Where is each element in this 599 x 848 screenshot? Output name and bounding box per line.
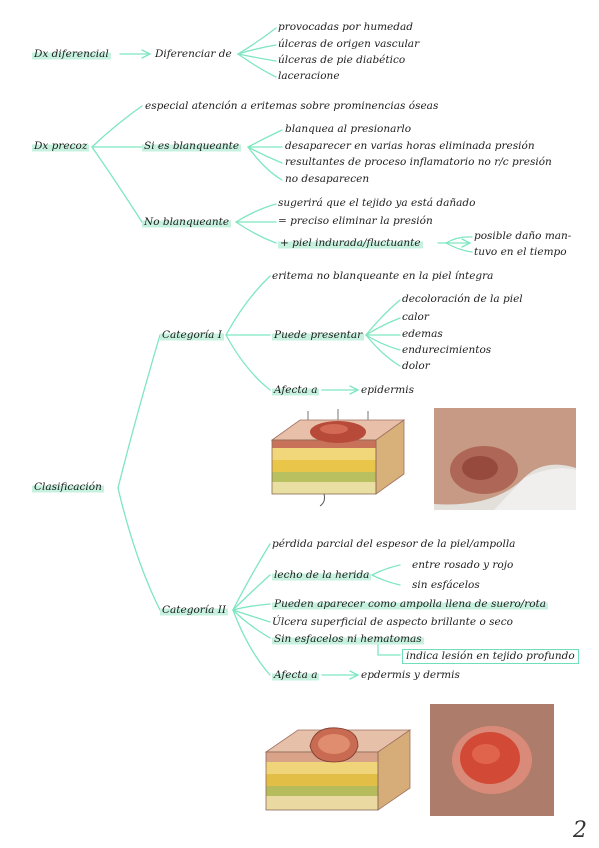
diferencial-item: úlceras de origen vascular xyxy=(278,38,420,50)
cat1-skin-diagram xyxy=(268,408,410,508)
si-blanqueante-item: desaparecer en varias horas eliminada pr… xyxy=(285,140,535,152)
diferencial-item: úlceras de pie diabético xyxy=(278,54,406,66)
no-blanqueante-item: = preciso eliminar la presión xyxy=(278,215,433,227)
page-number: 2 xyxy=(573,818,587,843)
categoria-1-label: Categoría I xyxy=(160,329,224,342)
cat2-extra: Úlcera superficial de aspecto brillante … xyxy=(272,616,513,628)
no-blanqueante-item: sugerirá que el tejido ya está dañado xyxy=(278,197,476,209)
cat2-extra: Pueden aparecer como ampolla llena de su… xyxy=(272,598,549,611)
cat2-item: pérdida parcial del espesor de la piel/a… xyxy=(272,538,516,550)
diferenciar-de-label: Diferenciar de xyxy=(155,48,232,60)
cat1-sign: edemas xyxy=(402,328,443,340)
dx-diferencial-label: Dx diferencial xyxy=(32,48,111,61)
precoz-note: especial atención a eritemas sobre promi… xyxy=(145,100,439,112)
si-blanqueante-label: Si es blanqueante xyxy=(142,140,242,153)
categoria-2-label: Categoría II xyxy=(160,604,229,617)
cat1-sign: decoloración de la piel xyxy=(402,293,523,305)
cat2-skin-diagram xyxy=(262,716,414,822)
no-blanqueante-label: No blanqueante xyxy=(142,216,232,229)
diferencial-item: laceracione xyxy=(278,70,340,82)
cat1-sign: endurecimientos xyxy=(402,344,492,356)
cat1-sign: calor xyxy=(402,311,429,323)
cat2-extra: Sin esfacelos ni hematomas xyxy=(272,633,424,646)
diferencial-item: provocadas por humedad xyxy=(278,21,413,33)
clasificacion-label: Clasificación xyxy=(32,481,104,494)
cat1-item: eritema no blanqueante en la piel íntegr… xyxy=(272,270,494,282)
cat1-puede-presentar: Puede presentar xyxy=(272,329,365,342)
cat2-lecho-label: lecho de la herida xyxy=(272,569,372,582)
cat1-afecta-label: Afecta a xyxy=(272,384,320,397)
no-blanqueante-subnote: posible daño man- xyxy=(474,230,572,242)
dx-precoz-label: Dx precoz xyxy=(32,140,90,153)
cat2-boxed-note: indica lesión en tejido profundo xyxy=(402,649,579,664)
cat2-afecta-target: epdermis y dermis xyxy=(361,669,460,681)
si-blanqueante-item: blanquea al presionarlo xyxy=(285,123,412,135)
cat2-clinical-photo xyxy=(430,704,554,816)
no-blanqueante-subnote: tuvo en el tiempo xyxy=(474,246,567,258)
cat1-sign: dolor xyxy=(402,360,430,372)
cat1-afecta-target: epidermis xyxy=(361,384,414,396)
cat2-lecho-item: sin esfácelos xyxy=(412,579,480,591)
no-blanqueante-item: + piel indurada/fluctuante xyxy=(278,237,423,250)
cat1-clinical-photo xyxy=(434,408,576,510)
si-blanqueante-item: no desaparecen xyxy=(285,173,370,185)
cat2-afecta-label: Afecta a xyxy=(272,669,320,682)
cat2-lecho-item: entre rosado y rojo xyxy=(412,559,514,571)
si-blanqueante-item: resultantes de proceso inflamatorio no r… xyxy=(285,156,552,168)
